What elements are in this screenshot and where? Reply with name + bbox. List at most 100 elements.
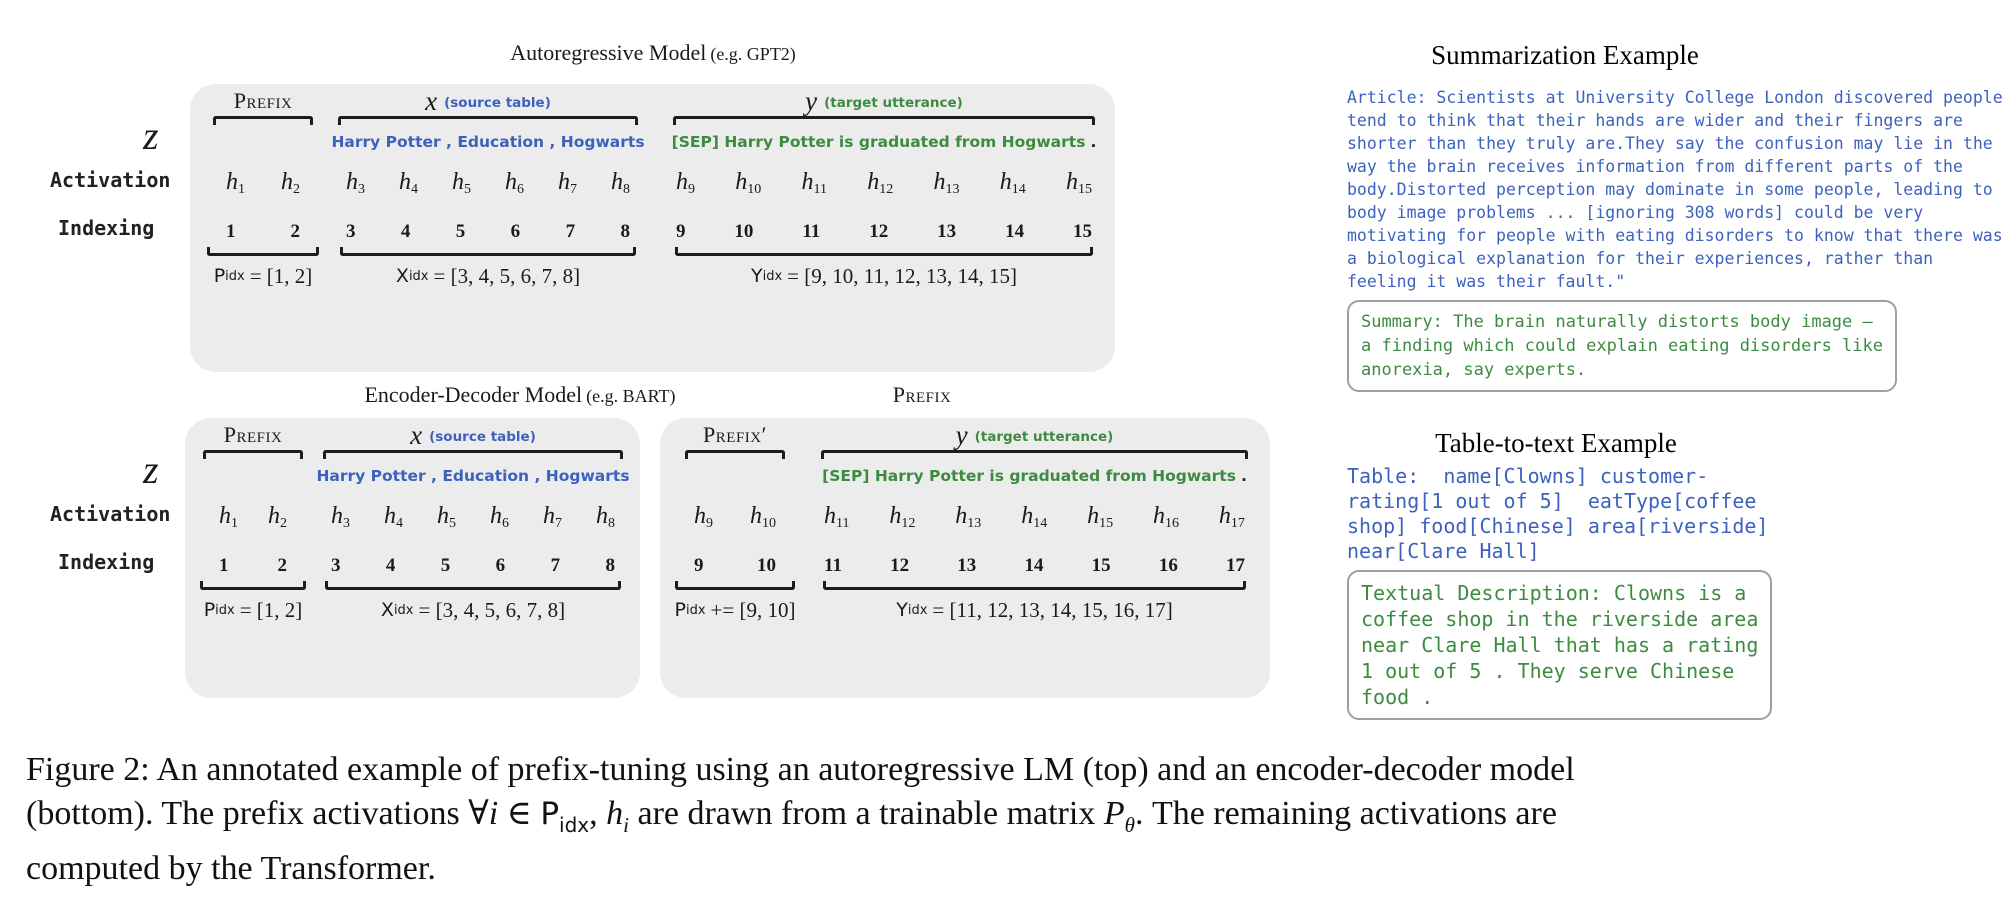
over-bracket [203,450,303,459]
activation-cell: h11 [824,503,850,532]
table-source-text: Table: name[Clowns] customer- rating[1 o… [1347,464,1769,563]
activation-cell: h11 [801,169,827,198]
target-token-row: [SEP] Harry Potter is graduated from Hog… [812,461,1257,491]
indexing-label-top: Indexing [58,216,155,240]
activation-cell: h13 [955,503,982,532]
activation-label-top: Activation [50,168,171,192]
index-cell: 2 [290,221,301,242]
activation-cell: h9 [676,169,695,198]
empty-token-row [197,461,309,491]
y-sublabel: (target utterance) [824,95,963,111]
prefix-label: Prefix [223,422,283,447]
index-cell: 12 [890,555,910,576]
index-cell: 15 [1091,555,1111,576]
caption-math-P-theta: P [1103,795,1125,832]
over-bracket [685,450,785,459]
activation-cell: h1 [226,169,245,198]
caption-segment: Figure 2: An annotated example of prefix… [26,751,1575,788]
activation-cell: h10 [750,503,776,532]
target-tokens-period: . [1240,467,1247,485]
section-target-utterance-top: y (target utterance) [SEP] Harry Potter … [664,88,1104,296]
table-to-text-example-title: Table-to-text Example [1435,428,1677,458]
empty-token-row [204,127,322,157]
prefix-prime-label: Prefix′ [703,422,767,447]
activation-cell: h5 [437,503,456,532]
index-cell: 17 [1225,555,1245,576]
over-bracket [213,116,313,125]
target-token-row: [SEP] Harry Potter is graduated from Hog… [664,127,1104,157]
activation-cell: h3 [346,169,365,198]
index-cell: 7 [565,221,576,242]
activation-cell: h13 [933,169,960,198]
index-cell: 14 [1005,221,1025,242]
index-cell: 5 [455,221,466,242]
y-label-row: y (target utterance) [664,88,1104,116]
index-cell: 3 [331,555,341,576]
caption-segment: (bottom). The prefix activations ∀ [26,795,489,832]
activation-label-bottom: Activation [50,502,171,526]
under-bracket [823,581,1246,590]
activation-cell: h15 [1065,169,1092,198]
prefix-label-row: Prefix [197,422,309,450]
caption-math-P-idx: P [540,796,560,832]
caption-segment: , [589,795,607,832]
y-symbol: y [955,420,968,450]
index-cell: 15 [1072,221,1092,242]
index-cell: 11 [802,221,821,242]
x-sublabel: (source table) [444,95,551,111]
activation-row: h1 h2 [197,493,309,543]
index-cell: 12 [869,221,889,242]
activation-cell: h16 [1153,503,1180,532]
over-bracket [323,450,623,459]
index-cell: 16 [1158,555,1178,576]
over-bracket [672,116,1096,125]
index-cell: 13 [957,555,977,576]
activation-cell: h6 [490,503,509,532]
autoregressive-title-text: Autoregressive Model [510,40,707,65]
index-cell: 14 [1024,555,1044,576]
activation-cell: h2 [281,169,300,198]
index-cell: 10 [734,221,754,242]
under-bracket [675,581,795,590]
caption-segment: ∈ [498,795,541,832]
section-target-utterance-decoder: y (target utterance) [SEP] Harry Potter … [812,422,1257,630]
index-cell: 5 [440,555,451,576]
section-source-table-encoder: x (source table) Harry Potter , Educatio… [316,422,629,630]
activation-cell: h10 [735,169,762,198]
y-symbol: y [805,86,818,116]
x-sublabel: (source table) [429,429,536,445]
activation-cell: h17 [1218,503,1245,532]
prefix-prime-label-row: Prefix′ [672,422,798,450]
index-cell: 9 [694,555,704,576]
activation-cell: h6 [505,169,524,198]
activation-cell: h1 [219,503,238,532]
y-sublabel: (target utterance) [974,429,1114,445]
x-label-row: x (source table) [332,88,644,116]
index-cell: 8 [620,221,630,242]
encoder-decoder-model-title: Encoder-Decoder Model (e.g. BART) [364,382,675,408]
figure-caption: Figure 2: An annotated example of prefix… [26,751,1575,887]
index-cell: 6 [495,555,506,576]
index-cell: 2 [277,555,288,576]
index-cell: 8 [605,555,615,576]
autoregressive-title-note: (e.g. GPT2) [710,44,796,64]
caption-segment: are drawn from a trainable matrix [628,795,1104,832]
activation-cell: h2 [268,503,287,532]
target-tokens: [SEP] Harry Potter is graduated from Hog… [822,467,1236,485]
under-bracket [324,581,622,590]
textual-description-text: Textual Description: Clowns is a coffee … [1361,581,1759,709]
